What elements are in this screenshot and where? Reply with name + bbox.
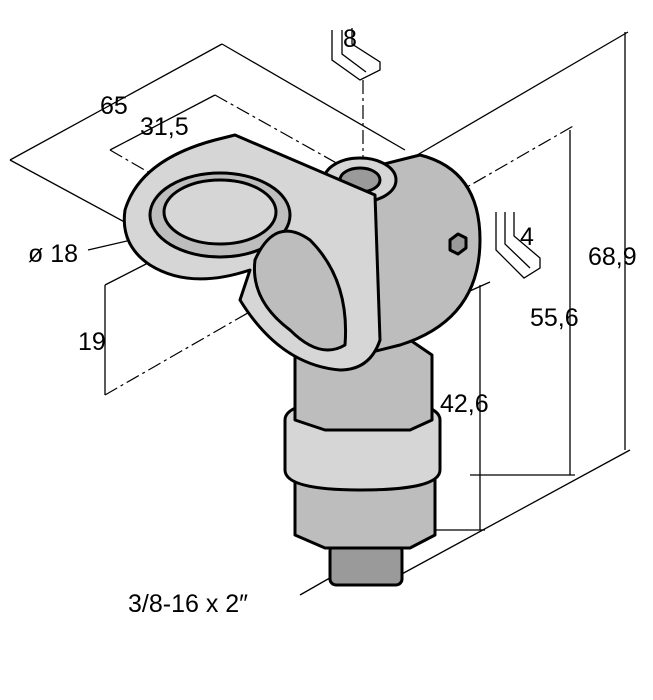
dim-thread: 3/8-16 x 2″ bbox=[128, 590, 248, 618]
wrench-icon-top bbox=[331, 28, 381, 81]
dim-width-half: 31,5 bbox=[140, 113, 189, 141]
dim-bore-diameter: ø 18 bbox=[28, 240, 78, 268]
wrench-icon-side bbox=[495, 212, 541, 279]
dim-wrench-top: 8 bbox=[343, 25, 357, 53]
dim-offset-19: 19 bbox=[78, 328, 106, 356]
dim-height-axis: 55,6 bbox=[530, 304, 579, 332]
bracket-part bbox=[122, 133, 482, 587]
dim-height-thread: 42,6 bbox=[440, 390, 489, 418]
dim-height-total: 68,9 bbox=[588, 243, 637, 271]
dim-wrench-side: 4 bbox=[520, 223, 534, 251]
dim-width-total: 65 bbox=[100, 92, 128, 120]
